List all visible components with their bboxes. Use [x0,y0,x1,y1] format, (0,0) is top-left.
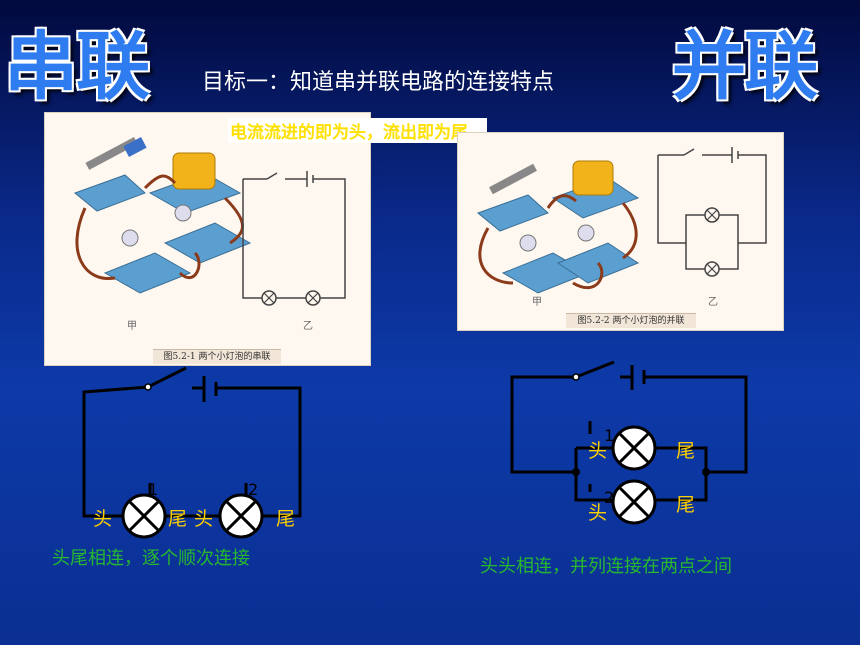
series-label-yi: 乙 [303,321,313,332]
parallel-label-jia: 甲 [532,297,542,308]
goal-text: 目标一：知道串并联电路的连接特点 [202,70,555,95]
series-lamp1-tail-label: 尾 [168,508,188,530]
series-caption: 图5.2-1 两个小灯泡的串联 [153,349,281,364]
parallel-figure: 甲 乙 图5.2-2 两个小灯泡的并联 [457,132,784,331]
parallel-lamp2-head-label: 头 [588,502,608,524]
series-lamp1-number: 1 [148,480,159,499]
head-tail-note: 电流流进的即为头，流出即为尾。 [228,118,487,143]
parallel-lamp-1 [611,425,657,471]
parallel-title: 并联 [672,24,818,110]
series-label-jia: 甲 [127,321,137,332]
parallel-circuit [510,360,748,502]
series-figure: 甲 乙 图5.2-1 两个小灯泡的串联 [44,112,371,366]
series-description: 头尾相连，逐个顺次连接 [52,548,250,569]
parallel-lamp1-tail-label: 尾 [676,440,696,462]
parallel-lamp1-number: 1 [604,426,615,445]
parallel-lamp2-number: 2 [604,488,615,507]
series-lamp1-head-label: 头 [93,508,113,530]
series-lamp2-head-label: 头 [194,508,214,530]
series-lamp2-number: 2 [248,480,259,499]
parallel-lamp2-tail-label: 尾 [676,494,696,516]
series-title: 串联 [4,24,150,110]
parallel-apparatus-illustration [477,147,767,294]
series-lamp-1 [121,493,167,539]
parallel-lamp1-head-label: 头 [588,440,608,462]
series-circuit [82,366,302,518]
parallel-label-yi: 乙 [708,297,718,308]
parallel-caption: 图5.2-2 两个小灯泡的并联 [566,313,696,328]
series-apparatus-illustration [74,137,346,306]
parallel-description: 头头相连，并列连接在两点之间 [480,556,732,577]
series-lamp-2 [218,493,264,539]
parallel-lamp-2 [611,479,657,525]
series-lamp2-tail-label: 尾 [276,508,296,530]
